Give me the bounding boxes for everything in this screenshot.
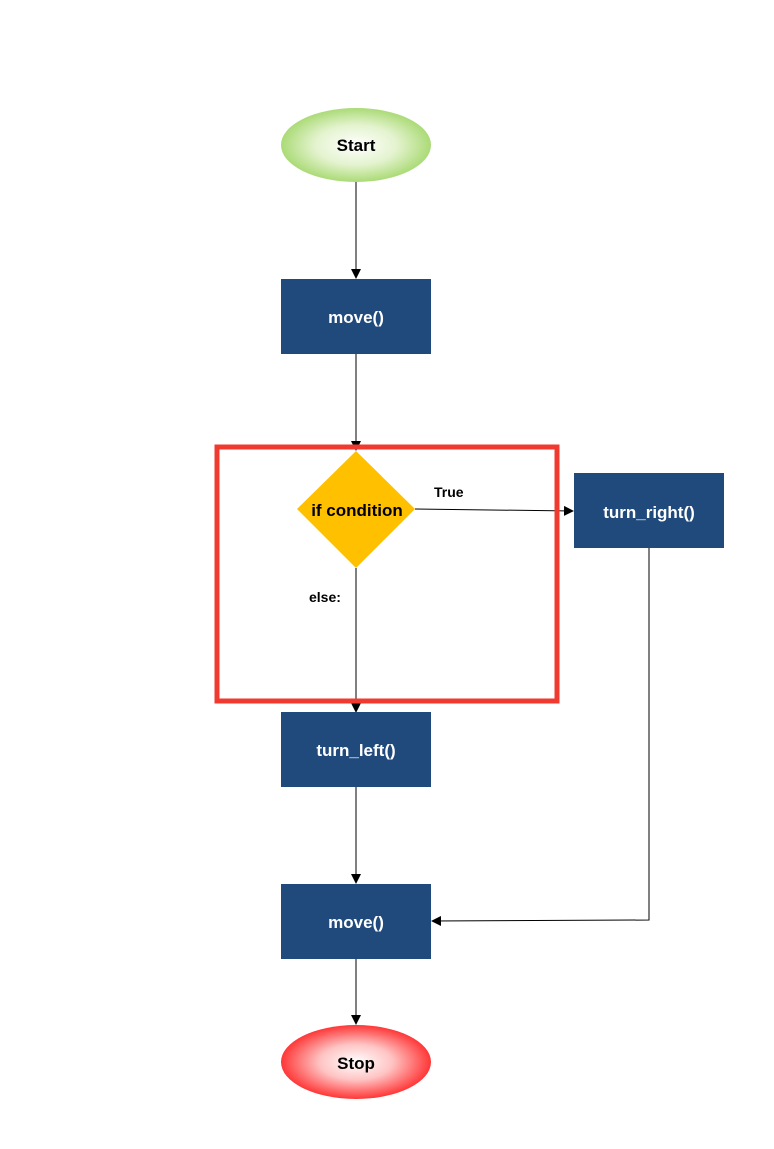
condition-shape <box>297 451 415 568</box>
move-node-1-shape <box>281 279 431 354</box>
highlight-box <box>214 444 560 704</box>
start-shape <box>281 108 431 182</box>
turn-left-label: turn_left() <box>316 741 395 760</box>
start-label: Start <box>337 136 376 155</box>
condition-label: if condition <box>311 501 403 520</box>
edge-condition-to-turn-right <box>414 505 574 516</box>
move-node-1[interactable]: move() <box>281 279 431 354</box>
stop-node[interactable]: Stop <box>281 1025 431 1099</box>
stop-label: Stop <box>337 1054 375 1073</box>
move-node-2-shape <box>281 884 431 959</box>
edge-turn-right-to-move <box>431 548 650 926</box>
edge-label-true: True <box>434 484 464 500</box>
start-node[interactable]: Start <box>281 108 431 182</box>
turn-left-node[interactable]: turn_left() <box>281 712 431 787</box>
condition-node[interactable]: if condition <box>297 451 415 568</box>
move-node-2[interactable]: move() <box>281 884 431 959</box>
turn-right-node[interactable]: turn_right() <box>574 473 724 548</box>
turn-left-shape <box>281 712 431 787</box>
move-node-1-label: move() <box>328 308 384 327</box>
edge-label-else: else: <box>309 589 341 605</box>
turn-right-label: turn_right() <box>603 503 695 522</box>
turn-right-shape <box>574 473 724 548</box>
move-node-2-label: move() <box>328 913 384 932</box>
stop-shape <box>281 1025 431 1099</box>
